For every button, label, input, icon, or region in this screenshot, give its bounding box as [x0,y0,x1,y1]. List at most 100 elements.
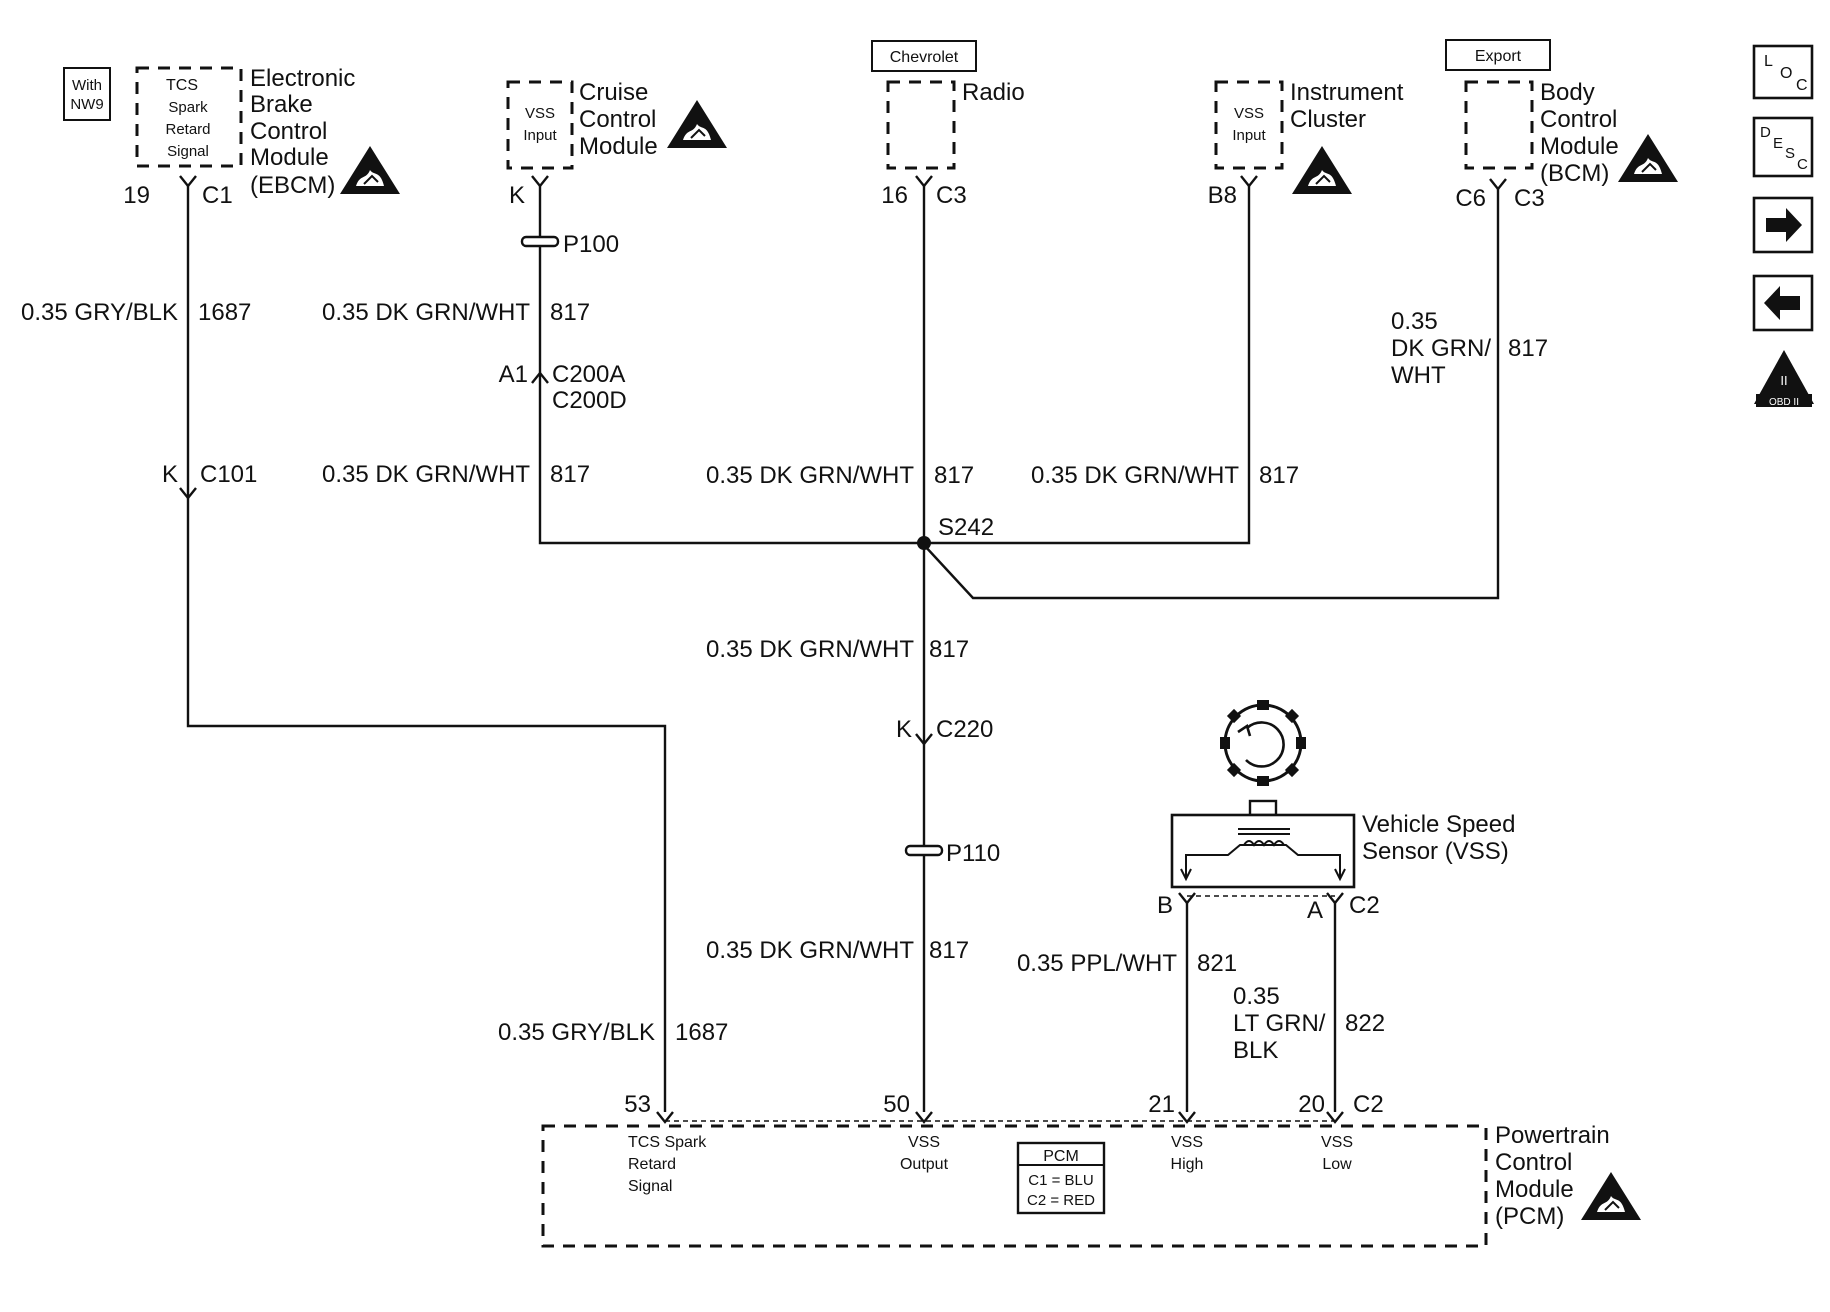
nav-icons: L O C D E S C II OBD II [1752,44,1814,408]
bcm-name-1: Body [1540,79,1595,106]
ebcm-name-2: Brake [250,91,313,118]
pcm-pin-21-terminal [1178,1111,1196,1124]
splice-s242: S242 0.35 DK GRN/WHT 817 K C220 P110 0.3… [706,514,1000,964]
c220-terminal [915,733,933,746]
vss-name-1: Vehicle Speed [1362,811,1515,838]
w822-circuit: 822 [1345,1010,1385,1037]
radio-pin: 16 [881,182,908,209]
esd-warning-icon [1580,1171,1642,1221]
cruise-control-module: VSS Input Cruise Control Module K [506,79,728,209]
pcm-pin20-label-2: Low [1322,1156,1352,1173]
pcm-pin-21: 21 [1148,1091,1175,1118]
p100-passthrough [520,235,560,248]
body-control-module: Export Body Control Module (BCM) C6 C3 [1445,39,1679,212]
bcm-name-3: Module [1540,133,1619,160]
s242-label: S242 [938,514,994,541]
w817-bcm-gauge-2: DK GRN/ [1391,335,1491,362]
pcm-name-4: (PCM) [1495,1203,1564,1230]
w817-low-gauge: 0.35 DK GRN/WHT [706,937,914,964]
ebcm-name-5: (EBCM) [250,172,335,199]
instrument-cluster-module: VSS Input Instrument Cluster B8 [1208,79,1404,209]
chevrolet-option-box [871,40,977,72]
cluster-name-2: Cluster [1290,106,1366,133]
svg-text:D: D [1760,124,1771,141]
wire-1687-path [186,185,667,1112]
wire-817-cluster: 0.35 DK GRN/WHT 817 [924,175,1299,545]
c101-pin: K [162,461,178,488]
wire-817-cluster-path [924,185,1251,545]
ebcm-input-3: Retard [165,121,210,138]
chevrolet-option-label: Chevrolet [890,49,959,66]
ebcm-input-1: TCS [166,77,198,94]
pcm-legend-c2: C2 = RED [1027,1192,1095,1209]
wire-817-cruise: P100 0.35 DK GRN/WHT 817 A1 C200A C200D … [322,175,924,545]
svg-text:II: II [1780,373,1787,388]
vss-pin-b-terminal [1178,892,1196,905]
w817-bcm-circuit: 817 [1508,335,1548,362]
loc-icon[interactable]: L O C [1752,44,1814,100]
c200d-label: C200D [552,387,627,414]
bcm-pin: C6 [1455,185,1486,212]
vss-pin-a: A [1307,897,1323,924]
export-option-label: Export [1475,48,1522,65]
bcm-connector: C3 [1514,185,1545,212]
w817-mid-gauge: 0.35 DK GRN/WHT [706,636,914,663]
svg-text:S: S [1785,145,1795,162]
wire-817-radio: 0.35 DK GRN/WHT 817 [706,175,974,1112]
desc-icon[interactable]: D E S C [1752,116,1814,178]
w817-radio-circuit: 817 [934,462,974,489]
radio-terminal [915,175,933,188]
vss-pin-a-terminal [1326,892,1344,905]
back-arrow-icon[interactable] [1752,274,1814,332]
cruise-name-3: Module [579,133,658,160]
vss-name-2: Sensor (VSS) [1362,838,1509,865]
sensor-tip [1248,799,1278,817]
vss-connector: C2 [1349,892,1380,919]
w1687-top-gauge: 0.35 GRY/BLK [21,299,178,326]
c101-terminal [179,487,197,500]
esd-warning-icon [339,145,401,195]
w822-gauge-3: BLK [1233,1037,1278,1064]
cluster-pin: B8 [1208,182,1237,209]
w817-cluster-gauge: 0.35 DK GRN/WHT [1031,462,1239,489]
radio-module: Chevrolet Radio 16 C3 [871,40,1025,209]
next-arrow-icon[interactable] [1752,196,1814,254]
pcm-pin50-label-1: VSS [908,1134,940,1151]
w821-circuit: 821 [1197,950,1237,977]
esd-warning-icon [1617,133,1679,183]
cruise-name-1: Cruise [579,79,648,106]
ebcm-name-4: Module [250,144,329,171]
c200-pin: A1 [499,361,528,388]
w817-bcm-gauge-3: WHT [1391,362,1446,389]
c200-terminal [531,371,549,384]
p110-passthrough [904,844,944,857]
pcm-legend-c1: C1 = BLU [1028,1172,1093,1189]
esd-warning-icon [666,99,728,149]
cluster-dashed-box [1214,80,1284,170]
splice-dot [917,536,931,550]
pcm-pin-20: 20 [1298,1091,1325,1118]
w817-low-circuit: 817 [929,937,969,964]
sensor-body [1170,813,1356,889]
bcm-terminal [1489,178,1507,191]
pcm-pin-20-terminal [1326,1111,1344,1124]
tone-wheel-icon [1220,700,1306,786]
wire-817-cruise-path [538,185,924,545]
svg-text:C: C [1796,77,1808,94]
c101-name: C101 [200,461,257,488]
cluster-terminal [1240,175,1258,188]
radio-dashed-box [886,80,956,170]
wire-817-bcm: 0.35 DK GRN/ WHT 817 [923,178,1548,600]
c220-name: C220 [936,716,993,743]
w817-cruise-bot-circuit: 817 [550,461,590,488]
wire-1687: 0.35 GRY/BLK 1687 K C101 0.35 GRY/BLK 16… [21,175,728,1112]
p110-label: P110 [946,840,1000,867]
pcm-pin-53: 53 [624,1091,651,1118]
wire-817-bcm-path [923,188,1500,600]
ebcm-name-3: Control [250,118,327,145]
ebcm-dashed-box [135,66,243,168]
obd-ii-icon[interactable]: II OBD II [1754,350,1814,408]
pcm-pin-50-terminal [915,1111,933,1124]
pcm-connector: C2 [1353,1091,1384,1118]
